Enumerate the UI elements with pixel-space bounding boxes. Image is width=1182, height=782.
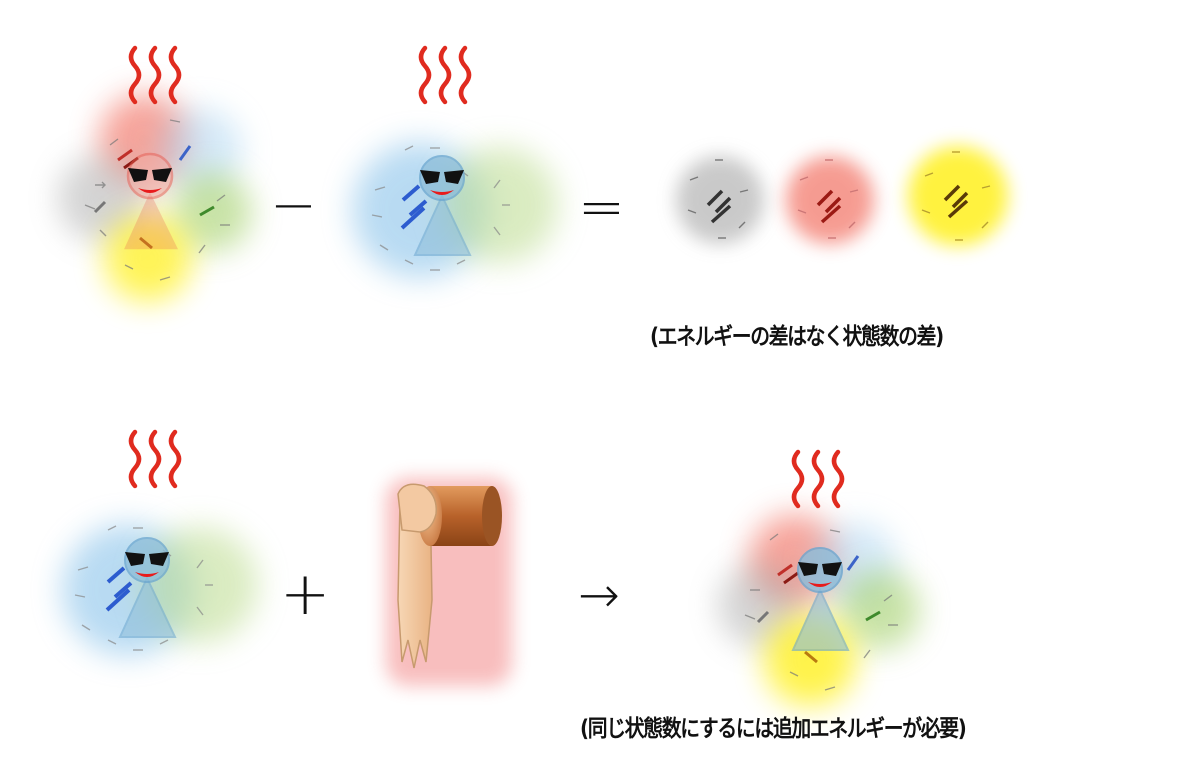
red-cluster: [786, 156, 874, 244]
blue-person-bottom: [62, 524, 258, 656]
mixed-person-bottom: [718, 514, 920, 706]
yellow-cluster: [908, 146, 1008, 246]
heat-waves-icon: [128, 429, 182, 489]
arm-with-copper-pipe: [386, 478, 512, 686]
equals-operator: =: [578, 175, 625, 240]
gray-cluster: [676, 156, 764, 244]
heat-waves-icon: [418, 45, 472, 105]
sunglasses-icon: [125, 552, 169, 566]
sunglasses-icon: [420, 170, 464, 184]
sunglasses-icon: [798, 562, 842, 576]
arrow-operator: →: [578, 566, 620, 624]
mixed-person-top: [58, 94, 252, 302]
minus-operator: −: [270, 173, 317, 238]
sunglasses-icon: [128, 168, 172, 182]
caption-top: (エネルギーの差はなく状態数の差): [650, 324, 944, 350]
caption-bottom: (同じ状態数にするには追加エネルギーが必要): [580, 716, 967, 742]
heat-waves-icon: [128, 45, 182, 105]
plus-operator: +: [280, 559, 331, 629]
heat-waves-icon: [791, 449, 845, 509]
blue-person-top: [352, 142, 558, 278]
